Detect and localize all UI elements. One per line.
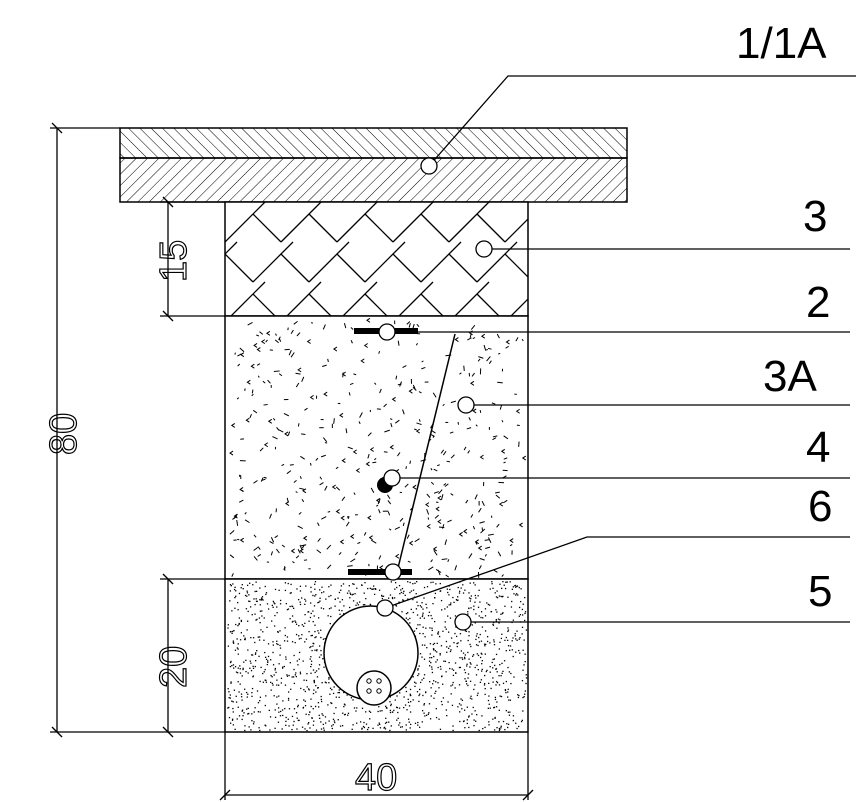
- warning-tape-lower: [348, 569, 412, 575]
- dim-total-height: 80: [43, 413, 85, 455]
- base-layer-3: [224, 201, 529, 317]
- dim-width: 40: [355, 757, 397, 799]
- label-6: 6: [808, 482, 832, 531]
- tape-connector-line: [397, 333, 456, 569]
- slab-layer-1-1a: [119, 127, 628, 203]
- fill-layer-3a: [224, 315, 529, 580]
- label-5: 5: [808, 567, 832, 616]
- dimension-lines: [50, 122, 534, 801]
- dim-top-layer: 15: [153, 240, 195, 282]
- bedding-layer-5: [224, 578, 529, 733]
- label-3a: 3A: [763, 352, 817, 401]
- label-3: 3: [803, 192, 827, 241]
- dim-bottom-layer: 20: [153, 646, 195, 688]
- cable-duct-6: [323, 605, 419, 706]
- label-2: 2: [806, 278, 830, 327]
- leader-lines: [376, 75, 856, 631]
- label-1-1a: 1/1A: [736, 19, 827, 68]
- label-4: 4: [806, 423, 830, 472]
